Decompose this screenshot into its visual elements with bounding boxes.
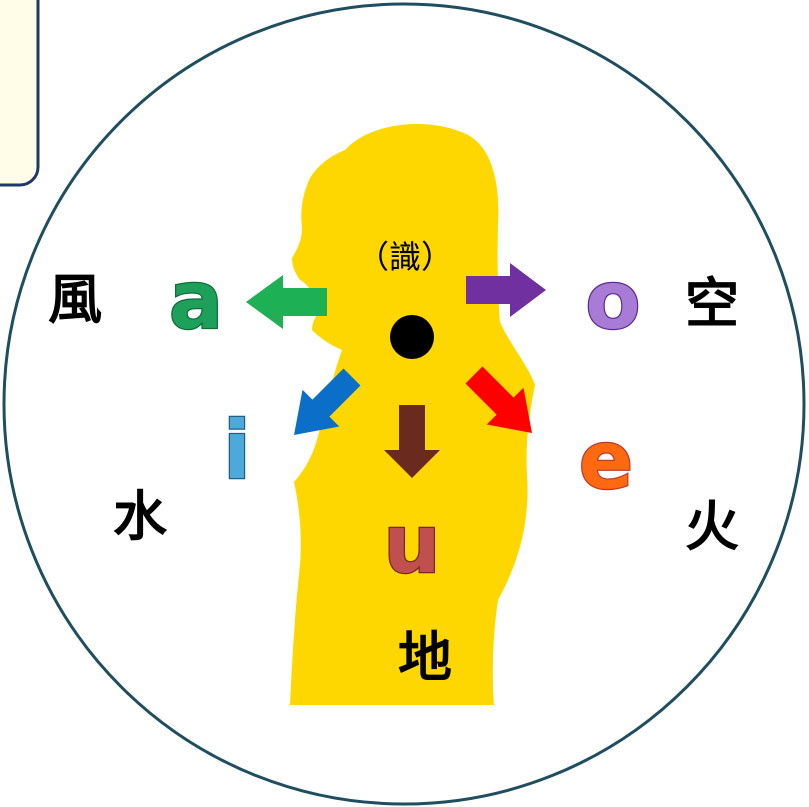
vowel-e: e: [579, 414, 633, 507]
callout-box: [0, 0, 40, 187]
kanji-earth: 地: [398, 626, 452, 689]
arrow-fire: [465, 366, 532, 433]
kanji-fire: 火: [685, 495, 739, 558]
arrow-wind: [246, 275, 327, 329]
consciousness-label: （識）: [357, 238, 453, 276]
kanji-space: 空: [685, 272, 739, 335]
vowel-i: i: [223, 404, 250, 497]
center-dot: [390, 315, 434, 359]
vowel-u: u: [384, 498, 441, 591]
kanji-wind: 風: [48, 268, 102, 331]
kanji-water: 水: [113, 485, 168, 548]
vowel-o: o: [586, 254, 641, 347]
vowel-a: a: [169, 254, 223, 347]
arrow-space: [466, 263, 546, 317]
arrow-earth: [384, 405, 440, 478]
arrow-water: [294, 368, 361, 435]
